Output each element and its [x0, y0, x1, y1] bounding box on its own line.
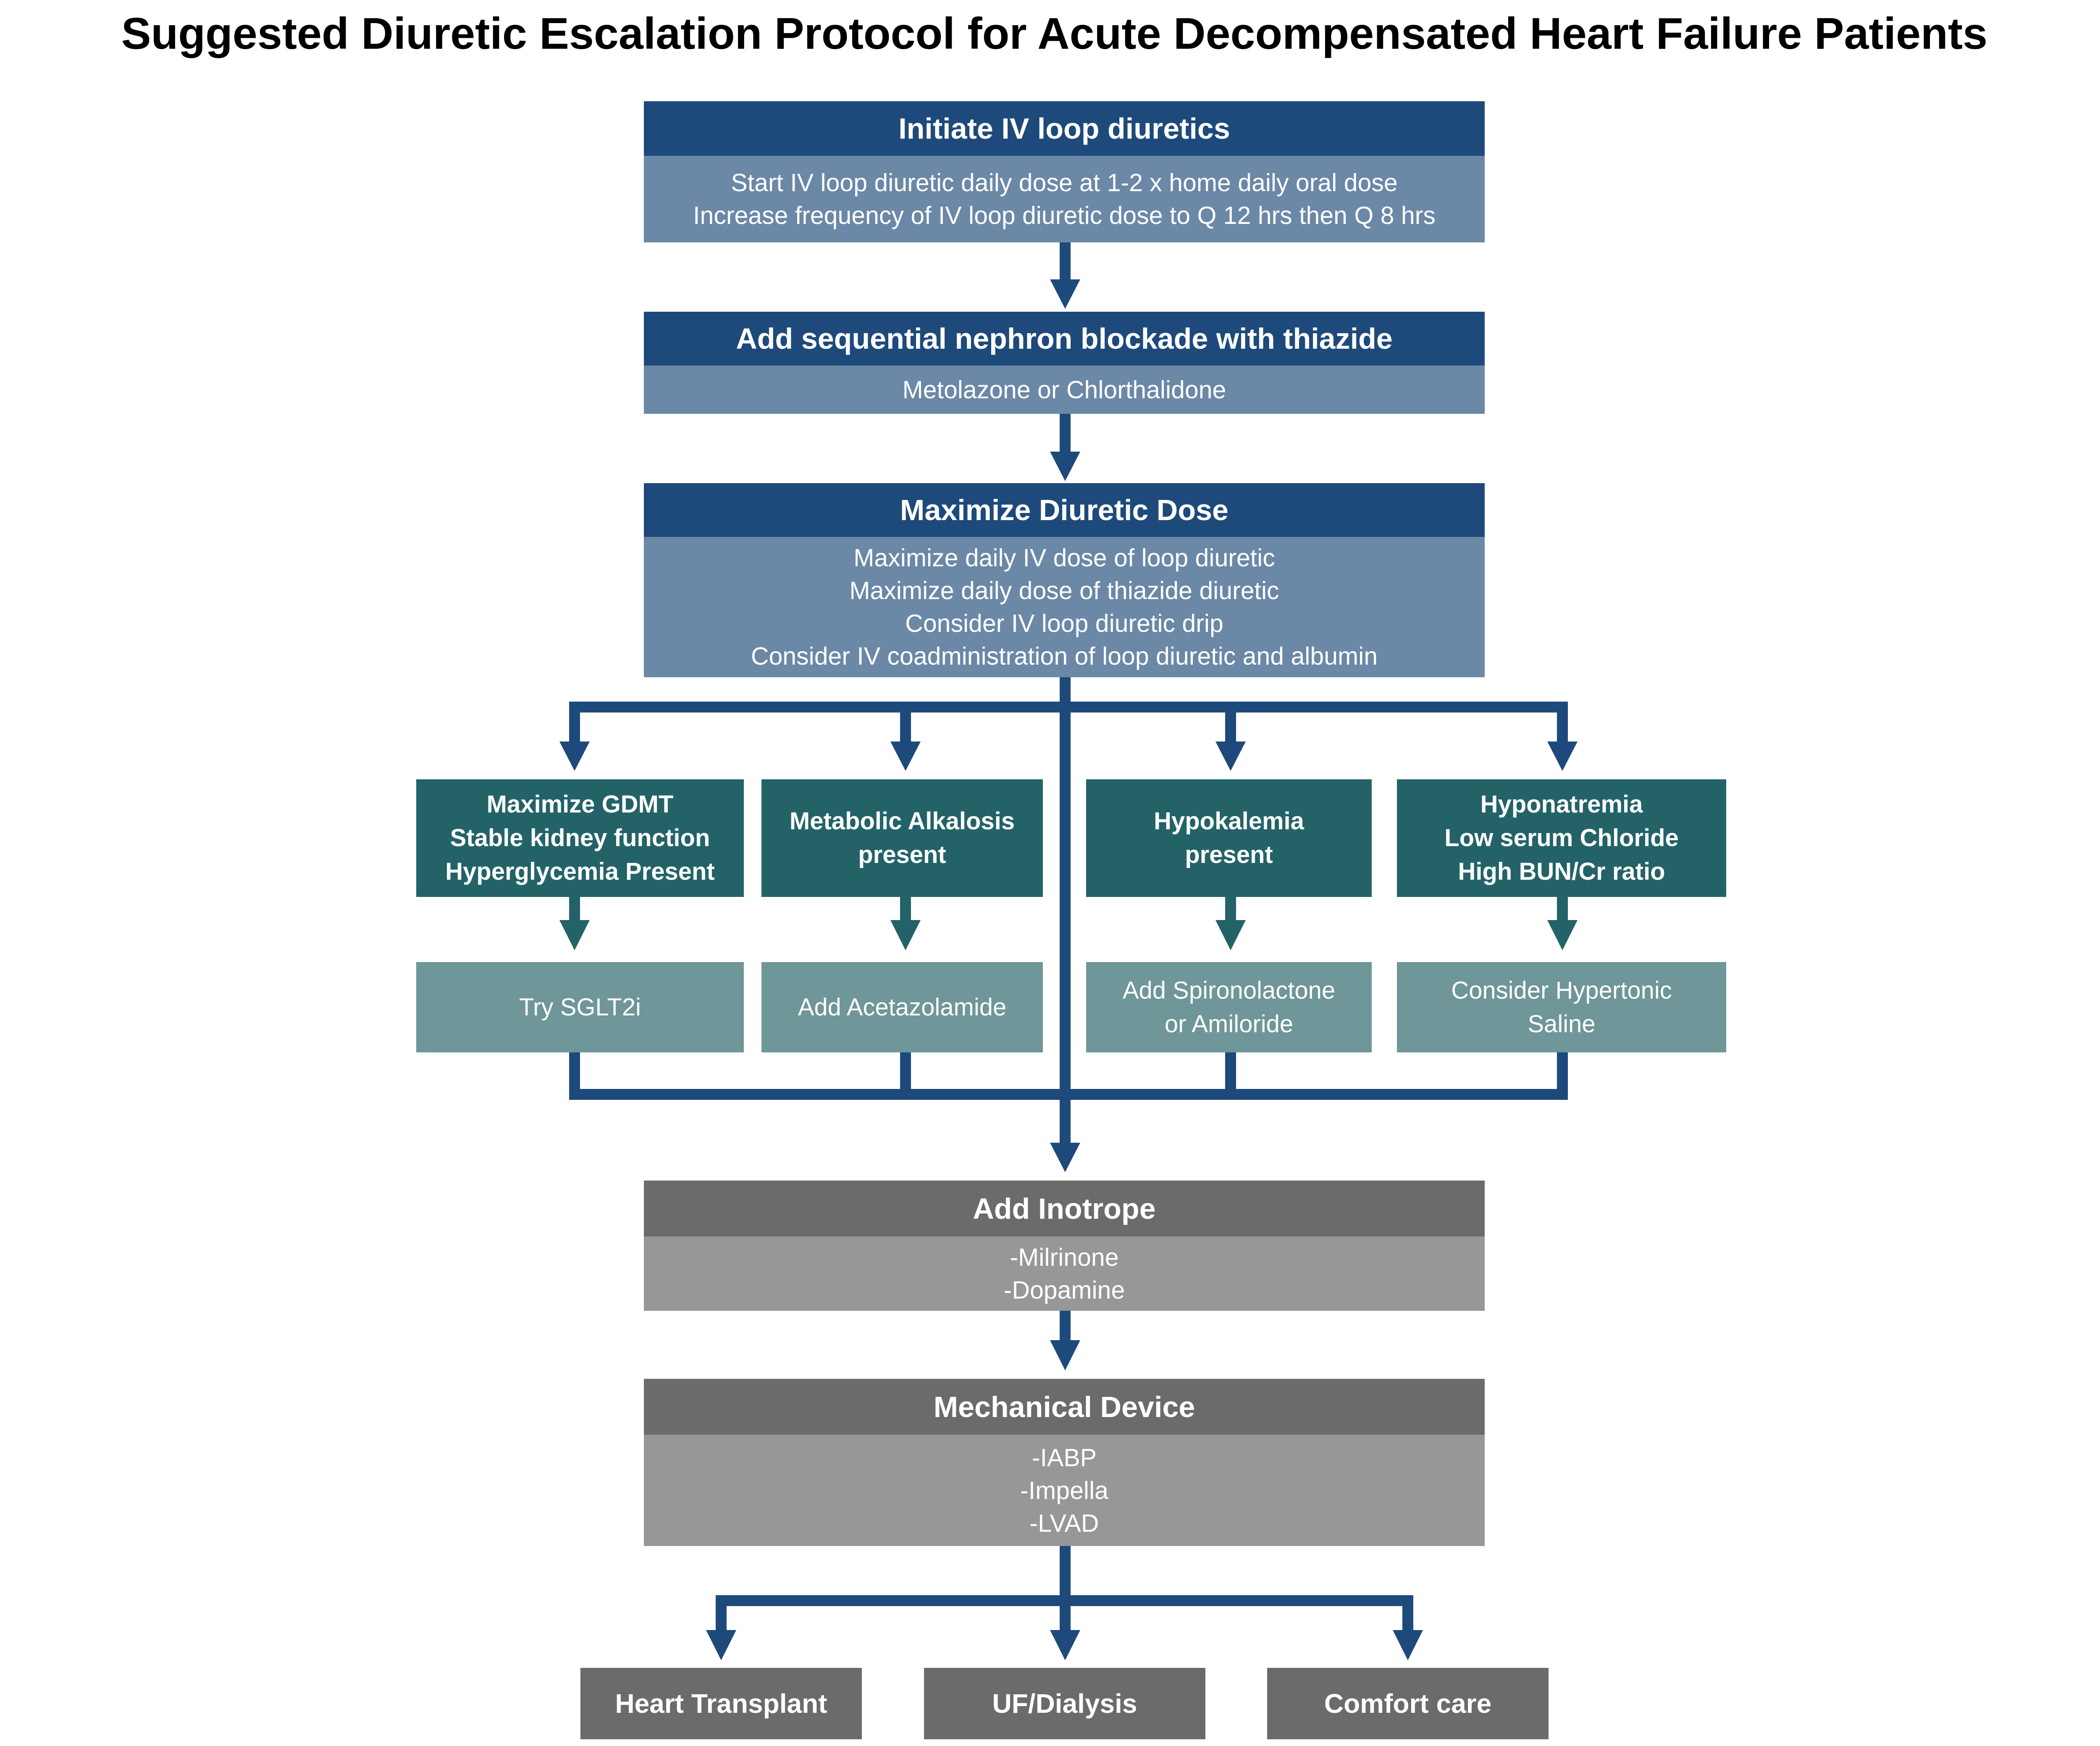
- arrowhead: [1050, 1340, 1080, 1370]
- condition-line: Hypokalemia: [1154, 807, 1304, 835]
- arrowhead: [1215, 920, 1246, 950]
- step-body: Start IV loop diuretic daily dose at 1-2…: [644, 156, 1485, 242]
- condition-line: present: [858, 841, 946, 868]
- step-line: -Milrinone: [1010, 1243, 1119, 1271]
- step-body: Metolazone or Chlorthalidone: [644, 366, 1485, 414]
- condition-line: Metabolic Alkalosis: [789, 807, 1015, 835]
- condition-line: Stable kidney function: [450, 824, 710, 852]
- step-line: -Impella: [1020, 1476, 1108, 1504]
- step-line: Consider IV loop diuretic drip: [905, 610, 1223, 637]
- step-header: Add sequential nephron blockade with thi…: [644, 312, 1485, 366]
- condition-line: present: [1185, 841, 1273, 868]
- arrowhead: [1393, 1630, 1423, 1660]
- action-box-sglt2i: Try SGLT2i: [416, 962, 744, 1052]
- condition-line: Maximize GDMT: [486, 791, 674, 818]
- step-line: Metolazone or Chlorthalidone: [902, 376, 1226, 404]
- action-line: Try SGLT2i: [519, 993, 641, 1021]
- action-line: or Amiloride: [1164, 1010, 1294, 1038]
- condition-box-metabolic-alkalosis: Metabolic Alkalosis present: [761, 779, 1043, 897]
- action-line: Add Spironolactone: [1122, 976, 1336, 1004]
- step-mechanical-device: Mechanical Device -IABP -Impella -LVAD: [644, 1379, 1485, 1546]
- arrowhead: [890, 920, 921, 950]
- arrowhead: [1050, 1630, 1080, 1660]
- arrowhead: [706, 1630, 736, 1660]
- arrowhead: [559, 742, 590, 771]
- condition-line: Low serum Chloride: [1444, 824, 1679, 852]
- arrowhead: [1050, 279, 1080, 309]
- diagram-title: Suggested Diuretic Escalation Protocol f…: [121, 9, 1988, 58]
- step-line: Increase frequency of IV loop diuretic d…: [693, 202, 1436, 229]
- step-body: -IABP -Impella -LVAD: [644, 1435, 1485, 1546]
- action-box-acetazolamide: Add Acetazolamide: [761, 962, 1043, 1052]
- step-line: -IABP: [1032, 1444, 1097, 1472]
- arrowhead: [559, 920, 590, 950]
- step-line: Consider IV coadministration of loop diu…: [751, 642, 1378, 670]
- step-body: Maximize daily IV dose of loop diuretic …: [644, 537, 1485, 677]
- step-initiate-iv-loop-diuretics: Initiate IV loop diuretics Start IV loop…: [644, 101, 1485, 242]
- condition-box-hyponatremia: Hyponatremia Low serum Chloride High BUN…: [1397, 779, 1726, 897]
- step-maximize-diuretic-dose: Maximize Diuretic Dose Maximize daily IV…: [644, 483, 1485, 677]
- step-header: Mechanical Device: [644, 1379, 1485, 1435]
- arrowhead: [1215, 742, 1246, 771]
- arrowhead: [1050, 452, 1080, 481]
- step-header: Maximize Diuretic Dose: [644, 483, 1485, 537]
- step-line: Maximize daily dose of thiazide diuretic: [849, 577, 1279, 605]
- condition-box-gdmt: Maximize GDMT Stable kidney function Hyp…: [416, 779, 744, 897]
- step-sequential-nephron-blockade: Add sequential nephron blockade with thi…: [644, 312, 1485, 414]
- arrowhead: [1547, 742, 1578, 771]
- arrowhead: [890, 742, 921, 771]
- step-line: Start IV loop diuretic daily dose at 1-2…: [731, 169, 1398, 197]
- step-line: -LVAD: [1029, 1509, 1099, 1537]
- step-add-inotrope: Add Inotrope -Milrinone -Dopamine: [644, 1181, 1485, 1311]
- step-body: -Milrinone -Dopamine: [644, 1236, 1485, 1311]
- step-line: -Dopamine: [1003, 1276, 1125, 1304]
- outcome-uf-dialysis: UF/Dialysis: [924, 1668, 1205, 1739]
- outcome-comfort-care: Comfort care: [1267, 1668, 1549, 1739]
- condition-box-hypokalemia: Hypokalemia present: [1086, 779, 1372, 897]
- action-line: Consider Hypertonic: [1451, 976, 1672, 1004]
- step-header: Initiate IV loop diuretics: [644, 101, 1485, 156]
- condition-line: High BUN/Cr ratio: [1458, 858, 1665, 885]
- arrowhead: [1050, 1143, 1080, 1172]
- arrowhead: [1547, 920, 1578, 950]
- step-line: Maximize daily IV dose of loop diuretic: [853, 544, 1275, 572]
- action-box-spironolactone: Add Spironolactone or Amiloride: [1086, 962, 1372, 1052]
- outcome-heart-transplant: Heart Transplant: [580, 1668, 862, 1739]
- action-line: Saline: [1528, 1010, 1596, 1038]
- action-line: Add Acetazolamide: [798, 993, 1007, 1021]
- action-box-hypertonic-saline: Consider Hypertonic Saline: [1397, 962, 1726, 1052]
- step-header: Add Inotrope: [644, 1181, 1485, 1236]
- condition-line: Hyperglycemia Present: [445, 858, 715, 885]
- condition-line: Hyponatremia: [1480, 791, 1643, 818]
